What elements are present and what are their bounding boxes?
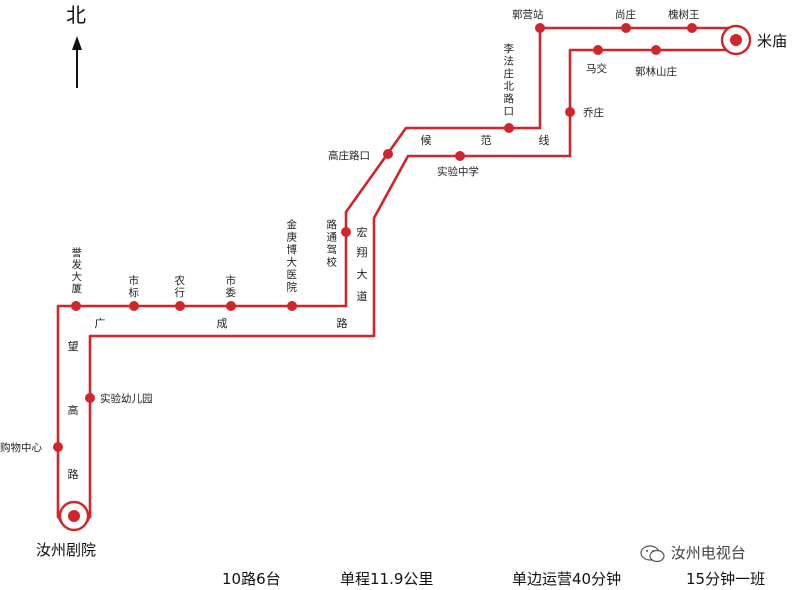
stop-label-jinkang: 金庚博大医院 bbox=[287, 218, 298, 294]
route-line-outer bbox=[56, 26, 736, 518]
stop-label-majiao: 马交 bbox=[586, 62, 607, 75]
stop-label-shiyan-you: 实验幼儿园 bbox=[100, 392, 153, 405]
stop-label-shiwei: 市委 bbox=[226, 274, 237, 299]
stop-label-guoying: 郭营站 bbox=[512, 8, 544, 21]
route-distance: 单程11.9公里 bbox=[340, 570, 434, 588]
watermark-text: 汝州电视台 bbox=[670, 544, 746, 562]
stop-label-qiaozhuang: 乔庄 bbox=[583, 106, 604, 119]
stop-dot-shiwei bbox=[226, 301, 236, 311]
north-arrow-head bbox=[72, 36, 82, 50]
route-line-inner bbox=[88, 48, 736, 518]
route-duration: 单边运营40分钟 bbox=[512, 570, 622, 588]
north-label: 北 bbox=[66, 3, 86, 27]
terminal-start: 汝州剧院 bbox=[36, 500, 96, 559]
stop-label-lutong: 路通驾校 bbox=[327, 218, 338, 269]
stop-dot-gouwu bbox=[53, 442, 63, 452]
stop-dot-gaozhuang bbox=[383, 149, 393, 159]
stop-label-nonghang: 农行 bbox=[175, 274, 186, 299]
stop-label-huaishuwang: 槐树王 bbox=[668, 8, 700, 21]
stop-dot-nonghang bbox=[175, 301, 185, 311]
north-arrow: 北 bbox=[66, 3, 86, 88]
stop-dots bbox=[53, 23, 697, 452]
stop-dot-jinkang bbox=[287, 301, 297, 311]
stop-dot-guolin bbox=[651, 45, 661, 55]
stop-dot-qiaozhuang bbox=[565, 107, 575, 117]
route-number: 10路6台 bbox=[222, 570, 281, 588]
terminal-end: 米庙 bbox=[720, 24, 787, 56]
stop-label-lifazhuang: 李法庄北路口 bbox=[504, 42, 515, 118]
terminal-start-label: 汝州剧院 bbox=[36, 541, 96, 559]
terminal-start-dot bbox=[68, 510, 80, 522]
road-label-guangcheng: 广成路 bbox=[95, 317, 348, 330]
stop-label-gouwu: 购物中心 bbox=[0, 441, 42, 454]
stop-dot-lutong bbox=[341, 227, 351, 237]
stop-dot-majiao bbox=[593, 45, 603, 55]
route-info-footer: 10路6台 单程11.9公里 单边运营40分钟 15分钟一班 bbox=[222, 568, 800, 590]
road-label-houfan: 候范线 bbox=[421, 133, 550, 147]
stop-dot-guoying bbox=[535, 23, 545, 33]
stop-label-shangzhuang: 尚庄 bbox=[615, 8, 636, 21]
stop-label-yufa: 誉发大厦 bbox=[72, 246, 83, 295]
stop-dot-shibiao bbox=[129, 301, 139, 311]
terminal-end-label: 米庙 bbox=[757, 32, 787, 50]
stop-dot-huaishuwang bbox=[687, 23, 697, 33]
route-frequency: 15分钟一班 bbox=[686, 570, 766, 588]
stop-label-shibiao: 市标 bbox=[129, 274, 140, 299]
stop-dot-shiyan-you bbox=[85, 393, 95, 403]
stop-dot-shiyan-zhong bbox=[455, 151, 465, 161]
stop-label-guolin: 郭林山庄 bbox=[635, 65, 677, 78]
watermark: 汝州电视台 bbox=[640, 542, 746, 564]
stop-dot-yufa bbox=[71, 301, 81, 311]
stop-label-shiyan-zhong: 实验中学 bbox=[437, 165, 479, 178]
stop-dot-shangzhuang bbox=[621, 23, 631, 33]
road-label-wanggao: 望高路 bbox=[68, 340, 79, 481]
wechat-icon bbox=[640, 544, 665, 562]
road-label-hongxiang: 宏翔大道 bbox=[357, 225, 368, 303]
stop-dot-lifazhuang bbox=[504, 123, 514, 133]
stop-label-gaozhuang: 高庄路口 bbox=[328, 149, 370, 162]
terminal-end-dot bbox=[730, 34, 742, 46]
